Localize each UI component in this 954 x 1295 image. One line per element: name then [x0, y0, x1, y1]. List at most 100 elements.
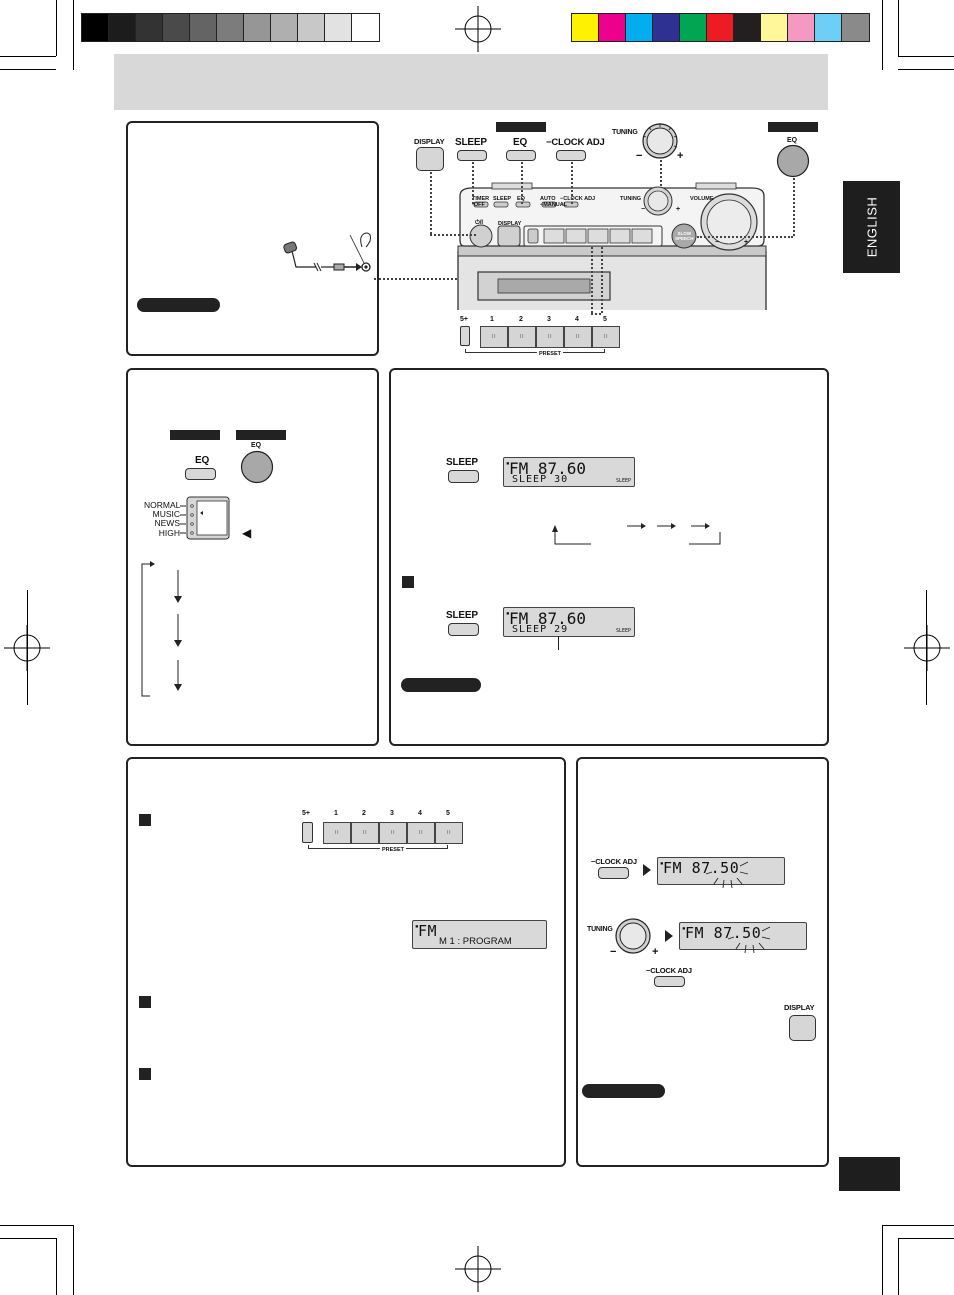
eq-mode-indicator-window [180, 496, 230, 540]
leader-eq-remote [697, 236, 793, 238]
crop-mark [898, 1238, 899, 1295]
note-pill [582, 1084, 665, 1098]
leader-eq [521, 162, 523, 204]
preset-bracket [465, 349, 605, 353]
grayscale-bar [81, 0, 382, 44]
eq-button [185, 468, 216, 480]
leader-display [430, 234, 476, 236]
tuning-plus-top: + [677, 150, 684, 162]
unit-volume-label: VOLUME [690, 196, 714, 202]
preset-lcd: ▪ FM M 1 : PROGRAM [412, 920, 547, 949]
color-swatch-7 [733, 13, 762, 42]
preset-bracket [308, 845, 448, 849]
leader-eq-remote [793, 178, 795, 236]
lcd-dot: ▪ [506, 460, 510, 467]
color-swatch-9 [787, 13, 816, 42]
color-swatch-11 [841, 13, 870, 42]
preset-keys: ∷ ∷ ∷ ∷ ∷ [480, 326, 620, 348]
clock-adj-label-1: −CLOCK ADJ [591, 857, 637, 866]
eq-indicator-arrow: ◀ [242, 526, 252, 540]
crop-mark [882, 1225, 883, 1295]
display-label: DISPLAY [784, 1003, 815, 1012]
clock-lcd-2-line1: FM 87.50 [685, 924, 762, 942]
color-swatch-1 [571, 13, 600, 42]
preset-panel: 5+ 1 2 3 4 5 ∷ ∷ ∷ ∷ ∷ PRESET ▪ FM M 1 :… [126, 757, 566, 1167]
unit-volume-minus: − [715, 239, 720, 246]
unit-tuning-label: TUNING [620, 196, 642, 202]
step-marker-1 [139, 814, 151, 826]
sleep-label-1: SLEEP [446, 457, 478, 468]
unit-display-label: DISPLAY [498, 221, 522, 227]
step-marker-3 [139, 1068, 151, 1080]
gray-swatch-7 [243, 13, 272, 42]
clock-lcd-2: ▪ FM 87.50 [679, 922, 807, 954]
crop-mark [882, 1225, 954, 1226]
headphones-panel [126, 121, 379, 356]
step-marker [402, 576, 414, 588]
gray-swatch-10 [324, 13, 353, 42]
eq-mode-normal: NORMAL [144, 500, 181, 510]
registration-target-bottom [455, 1246, 501, 1292]
remote-tab [236, 430, 286, 440]
leader-clock-adj [571, 162, 573, 204]
play-arrow-icon [643, 864, 651, 876]
crop-mark [73, 1225, 74, 1295]
preset-key-5: ∷ [435, 822, 463, 844]
crop-mark [27, 590, 28, 705]
gray-swatch-1 [81, 13, 110, 42]
crop-mark [898, 1238, 954, 1239]
sleep-lcd-2-line1: FM 87.60 [509, 609, 587, 628]
preset-key-5: ∷ [592, 326, 620, 348]
eq-remote-button-icon [240, 450, 274, 484]
page-number-tab [839, 1157, 900, 1191]
sleep-button-2 [448, 623, 479, 636]
display-button-top [416, 147, 444, 171]
preset-plus-button [302, 822, 313, 843]
note-pill [401, 678, 481, 692]
preset-number-1: 1 [334, 810, 338, 817]
unit-power-label: ⏻/I [475, 220, 484, 226]
eq-mode-music: MUSIC [152, 509, 180, 520]
sleep-lcd-1: ▪ FM 87.60 SLEEP 30 SLEEP [503, 457, 635, 487]
gray-swatch-9 [297, 13, 326, 42]
preset-key-2: ∷ [508, 326, 536, 348]
sleep-button-top [457, 150, 487, 161]
eq-mode-high: HIGH [158, 527, 180, 538]
sleep-callout-line [558, 636, 559, 650]
clock-lcd-1: ▪ FM 87.50 [657, 857, 785, 889]
tuning-minus: − [610, 946, 617, 958]
preset-number-5: 5 [446, 810, 450, 817]
blink-rays-icon [727, 926, 771, 954]
tuning-minus-top: − [636, 150, 643, 162]
crop-mark [0, 56, 56, 57]
preset-key-1: ∷ [480, 326, 508, 348]
preset-label: PRESET [537, 351, 564, 357]
lcd-dot: ▪ [415, 923, 419, 930]
leader-preset [591, 313, 601, 315]
tuning-knob-icon [615, 918, 651, 954]
leader-display [430, 172, 432, 234]
preset-key-4: ∷ [407, 822, 435, 844]
preset-strip-panel: 5+ 1 2 3 4 5 ∷ ∷ ∷ ∷ ∷ PRESET [301, 810, 466, 856]
jack-leader [374, 278, 469, 280]
preset-number-1: 1 [490, 316, 494, 323]
display-button [789, 1015, 816, 1041]
eq-remote-button-icon [776, 144, 810, 178]
clock-adj-button-top [556, 150, 586, 161]
preset-key-3: ∷ [536, 326, 564, 348]
crop-mark [56, 1238, 57, 1295]
color-bar [571, 0, 872, 44]
eq-label-top: EQ [513, 137, 528, 148]
preset-number-5: 5 [603, 316, 607, 323]
unit-tuning-minus: − [641, 206, 646, 213]
leader-preset [601, 247, 603, 313]
lcd-dot: ▪ [682, 925, 686, 932]
unit-tuning-plus: + [676, 206, 681, 213]
crop-mark [898, 69, 954, 70]
eq-cycle-arrows [141, 561, 182, 697]
crop-mark [898, 0, 899, 56]
unit-timer-label: TIMER·OFF [472, 196, 490, 208]
eq-remote-label: EQ [251, 442, 262, 449]
gray-swatch-2 [108, 13, 137, 42]
